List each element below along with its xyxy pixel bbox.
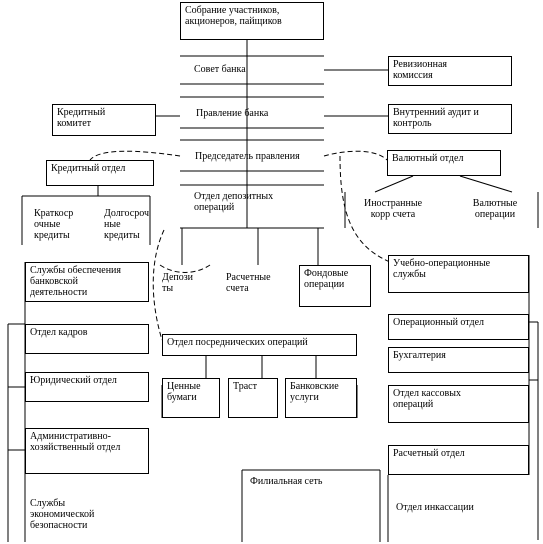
- fx-operations-label: Валютные операции: [472, 198, 518, 220]
- long-term-credits-label: Долгосроч ные кредиты: [104, 208, 149, 241]
- security-label: Службы экономической безопасности: [30, 498, 95, 531]
- internal-audit-box: Внутренний аудит и контроль: [388, 104, 512, 134]
- teaching-ops-box: Учебно-операционные службы: [388, 255, 529, 293]
- trust-box: Траст: [228, 378, 278, 418]
- collection-label: Отдел инкассации: [396, 502, 474, 513]
- securities-box: Ценные бумаги: [162, 378, 220, 418]
- legal-box: Юридический отдел: [25, 372, 149, 402]
- foreign-corr-label: Иностранные корр счета: [363, 198, 423, 220]
- deposit-dept-label: Отдел депозитных операций: [194, 191, 274, 213]
- audit-commission-box: Ревизионная комиссия: [388, 56, 512, 86]
- settlement-box: Расчетный отдел: [388, 445, 529, 475]
- admin-box: Административно- хозяйственный отдел: [25, 428, 149, 474]
- bank-services-box: Банковские услуги: [285, 378, 357, 418]
- assembly-box: Собрание участников, акционеров, пайщико…: [180, 2, 324, 40]
- deposits-label: Депози ты: [162, 272, 194, 294]
- accounting-box: Бухгалтерия: [388, 347, 529, 373]
- currency-dept-box: Валютный отдел: [387, 150, 501, 176]
- intermediary-dept-box: Отдел посреднических операций: [162, 334, 357, 356]
- credit-dept-box: Кредитный отдел: [46, 160, 154, 186]
- stock-operations-box: Фондовые операции: [299, 265, 371, 307]
- short-term-credits-label: Краткоср очные кредиты: [34, 208, 74, 241]
- operations-dept-box: Операционный отдел: [388, 314, 529, 340]
- support-services-box: Службы обеспечения банковской деятельнос…: [25, 262, 149, 302]
- credit-committee-box: Кредитный комитет: [52, 104, 156, 136]
- chairman-label: Председатель правления: [195, 151, 300, 162]
- cash-ops-box: Отдел кассовых операций: [388, 385, 529, 423]
- personnel-box: Отдел кадров: [25, 324, 149, 354]
- branch-network-label: Филиальная сеть: [250, 476, 323, 487]
- board-label: Правление банка: [196, 108, 269, 119]
- bank-council-label: Совет банка: [194, 64, 246, 75]
- current-accounts-label: Расчетные счета: [226, 272, 271, 294]
